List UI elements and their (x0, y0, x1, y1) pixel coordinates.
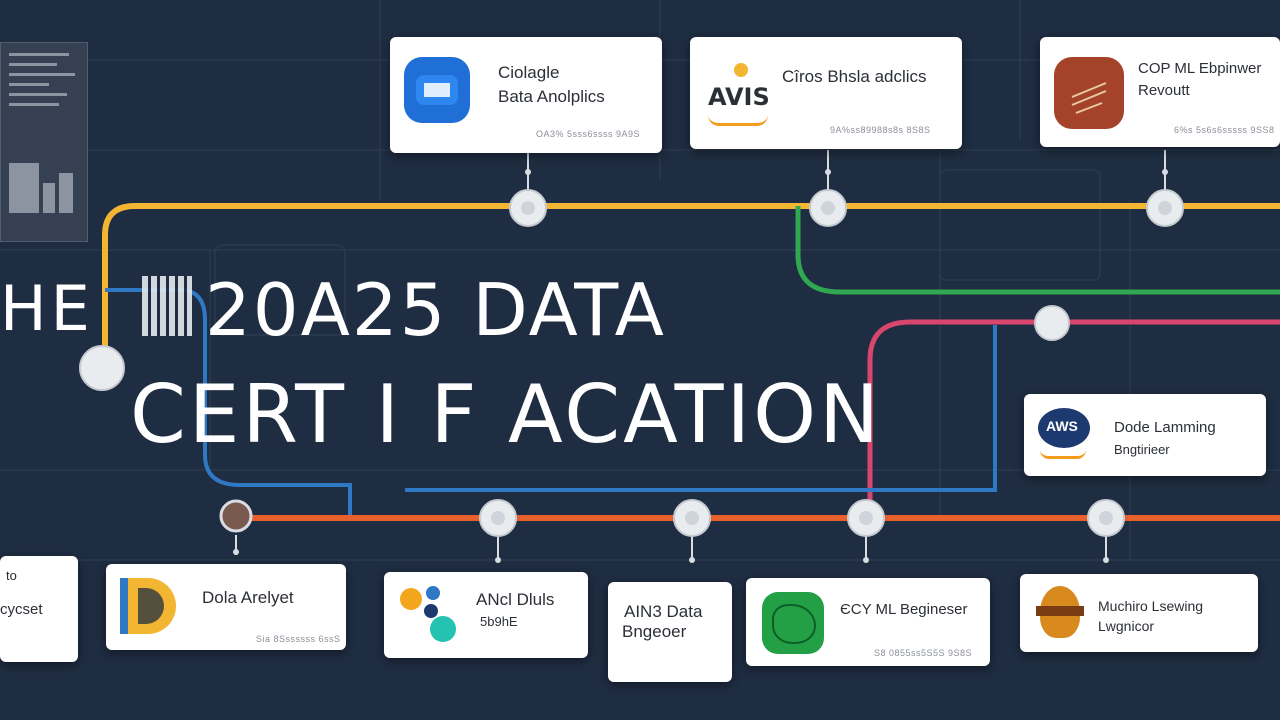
card-title-line2: Bata Anolplics (498, 87, 605, 106)
card-title-line2: Revoutt (1138, 82, 1190, 99)
card-title-line1: Cîros Bhsla adclics (782, 67, 927, 86)
card-ml-engineer[interactable]: Muchiro Lsewing Lwgnicor (1020, 574, 1258, 652)
card-title-line1: Ciolagle (498, 63, 560, 82)
card-title-line2: 5b9hE (480, 614, 518, 629)
card-gcp-ml-engineer-bottom[interactable]: ЄCY ML Begineser S8 0855ss5S5S 9S8S (746, 578, 990, 666)
headline-line1-right: 20A25 DATA (205, 268, 666, 352)
card-meta: 9A%ss89988s8s 8S8S (830, 125, 931, 135)
card-title-line2: Bngeoer (622, 622, 687, 641)
data-analyst-logo (120, 578, 178, 636)
card-left-partial[interactable]: to cycset (0, 556, 78, 662)
card-data-analyst[interactable]: Dola Arelyet Sia 8Sssssss 6ssS (106, 564, 346, 650)
card-title-line1: Muchiro Lsewing (1098, 598, 1204, 614)
google-cloud-logo (404, 57, 470, 123)
aws-logo: AVIS (704, 63, 776, 133)
dots-logo (396, 586, 462, 644)
yellow-track (102, 203, 1280, 360)
card-meta: Sia 8Sssssss 6ssS (256, 634, 341, 644)
pixel-glitch-block (142, 276, 192, 336)
card-title-line1: AIN3 Data (624, 602, 703, 621)
data-grid-icon (9, 53, 75, 213)
card-title-line1: ANcl Dluls (476, 590, 555, 609)
aws-ml-logo-text: AWS (1046, 418, 1078, 434)
green-track (795, 206, 1280, 295)
card-aws-ml-engineer[interactable]: AWS Dode Lamming Bngtirieer (1024, 394, 1266, 476)
left-data-panel (0, 42, 88, 242)
gcp-green-logo (762, 592, 824, 654)
aws-ml-logo: AWS (1038, 408, 1094, 462)
card-title-line2: Bngtirieer (1114, 442, 1170, 457)
card-title-line1: Dola Arelyet (202, 588, 294, 607)
card-aws-data-analytics[interactable]: AVIS Cîros Bhsla adclics 9A%ss89988s8s 8… (690, 37, 962, 149)
card-meta: OA3% 5sss6ssss 9A9S (536, 129, 641, 139)
card-meta: 6%s 5s6s6sssss 9SS8 (1174, 125, 1275, 135)
card-title-line2: cycset (0, 601, 43, 618)
card-title-line1: to (6, 568, 17, 583)
card-title-line1: ЄCY ML Begineser (840, 601, 968, 618)
card-title-line1: Dode Lamming (1114, 419, 1216, 436)
card-aws-data[interactable]: ANcl Dluls 5b9hE (384, 572, 588, 658)
headline-line2: CERT I F ACATION (130, 368, 882, 461)
card-google-data-analytics[interactable]: Ciolagle Bata Anolplics OA3% 5sss6ssss 9… (390, 37, 662, 153)
aws-logo-text: AVIS (708, 83, 770, 111)
headline-line1-left: HE (0, 272, 94, 345)
card-title-line2: Lwgnicor (1098, 618, 1155, 634)
card-meta: S8 0855ss5S5S 9S8S (874, 648, 973, 658)
pink-track (867, 319, 1280, 518)
card-aws-data-engineer[interactable]: AIN3 Data Bngeoer (608, 582, 732, 682)
card-gcp-ml-engineer-top[interactable]: COP ML Ebpinwer Revoutt 6%s 5s6s6sssss 9… (1040, 37, 1280, 147)
gcp-ml-logo (1054, 57, 1124, 129)
card-title-line1: COP ML Ebpinwer (1138, 60, 1262, 77)
blue-track-right (405, 325, 997, 492)
ml-engineer-logo (1034, 586, 1086, 640)
